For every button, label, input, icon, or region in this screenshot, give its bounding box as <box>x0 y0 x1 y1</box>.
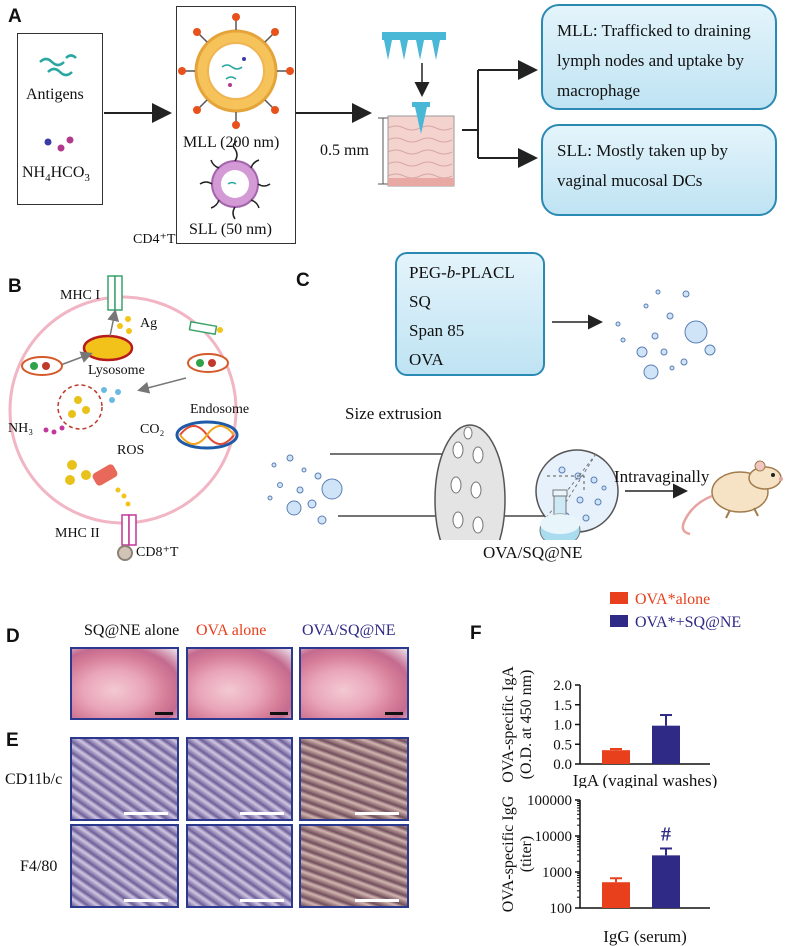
liposome-icon <box>178 13 294 220</box>
y-axis-label: OVA-specific IgA <box>500 666 517 783</box>
he-image-ova <box>186 647 293 720</box>
scale-bar <box>240 812 284 815</box>
panel-c-graphics <box>267 289 783 540</box>
size-extrusion-label: Size extrusion <box>345 404 442 423</box>
legend-label: OVA*alone <box>635 591 710 608</box>
legend-swatch <box>610 615 628 627</box>
scale-bar <box>355 899 399 902</box>
scale-bar <box>355 812 399 815</box>
col-label-ova: OVA alone <box>196 622 267 639</box>
bar-ova-alone <box>602 750 630 764</box>
ihc-cd11-ova-sqne <box>299 737 409 821</box>
product-label: OVA/SQ@NE <box>483 543 583 562</box>
scale-bar <box>240 899 284 902</box>
col-label-ova-sqne: OVA/SQ@NE <box>302 622 396 639</box>
antigen-icon <box>39 54 77 152</box>
ihc-cd11-sqne <box>70 737 179 821</box>
cd8-label: CD8⁺T <box>136 545 179 560</box>
salt-label: NH4HCO3 <box>22 164 90 185</box>
panel-label-c: C <box>296 270 310 291</box>
y-tick-label: 0.0 <box>553 757 572 773</box>
panel-label-f: F <box>470 623 482 644</box>
y-tick-label: 10000 <box>535 829 573 845</box>
panel-label-a: A <box>8 6 22 27</box>
igg-chart: 100 1000 10000 100000 # IgG (serum) OVA-specif… <box>500 793 710 946</box>
formulation-polymer: PEG-b-PLACL <box>409 263 515 282</box>
ihc-cd11-ova <box>186 737 293 821</box>
scale-bar <box>155 712 173 715</box>
ihc-f480-ova <box>186 824 293 908</box>
endosome-label: Endosome <box>190 402 250 417</box>
antigens-label: Antigens <box>26 86 84 103</box>
sll-label: SLL (50 nm) <box>189 221 272 238</box>
y-tick-label: 100 <box>550 901 573 917</box>
ag-label: Ag <box>140 316 158 331</box>
nh3-label: NH₃ <box>8 421 34 436</box>
depth-label: 0.5 mm <box>320 142 369 159</box>
panel-label-e: E <box>6 730 19 751</box>
microneedle-icon <box>382 32 455 187</box>
significance-mark: # <box>661 823 671 845</box>
y-tick-label: 100000 <box>527 793 572 809</box>
ingredients-box: Antigens NH4HCO3 <box>17 33 103 205</box>
cell-diagram <box>8 275 239 546</box>
x-axis-label: IgG (serum) <box>603 927 687 946</box>
y-tick-label: 1.5 <box>553 698 572 714</box>
formulation-box: PEG-b-PLACL SQ Span 85 OVA <box>395 252 545 376</box>
y-tick-label: 0.5 <box>553 737 572 753</box>
legend-label: OVA*+SQ@NE <box>635 614 741 631</box>
mhc2-label: MHC II <box>55 526 100 541</box>
row-label-cd11: CD11b/c <box>5 771 63 788</box>
sll-outcome-box: SLL: Mostly taken up by vaginal mucosal … <box>541 124 777 216</box>
bar-ova-sqne <box>652 855 680 908</box>
liposome-box: MLL (200 nm) SLL (50 nm) <box>176 6 296 244</box>
scale-bar <box>385 712 403 715</box>
y-axis-label: (titer) <box>518 836 535 872</box>
legend-swatch <box>610 592 628 604</box>
formulation-span85: Span 85 <box>409 321 465 340</box>
scale-bar <box>270 712 288 715</box>
he-image-sqne <box>70 647 179 720</box>
cd8-cell-icon <box>117 545 133 561</box>
y-tick-label: 2.0 <box>553 678 572 694</box>
row-label-f480: F4/80 <box>20 858 58 875</box>
panel-label-b: B <box>8 276 22 297</box>
mhc1-label: MHC I <box>60 288 101 303</box>
scale-bar <box>124 899 168 902</box>
col-label-sqne: SQ@NE alone <box>84 622 180 639</box>
y-tick-label: 1000 <box>542 865 572 881</box>
he-image-ova-sqne <box>299 647 409 720</box>
formulation-sq: SQ <box>409 292 431 311</box>
x-axis-label: IgA (vaginal washes) <box>573 771 717 788</box>
mll-label: MLL (200 nm) <box>183 134 280 151</box>
ihc-f480-sqne <box>70 824 179 908</box>
co2-label: CO₂ <box>140 422 165 437</box>
bar-ova-alone <box>602 882 630 908</box>
scale-bar <box>124 812 168 815</box>
panel-a-arrows <box>104 60 538 185</box>
ihc-f480-ova-sqne <box>299 824 409 908</box>
y-axis-label: OVA-specific IgG <box>500 795 517 912</box>
y-axis-label: (O.D. at 450 nm) <box>518 670 535 780</box>
bar-ova-sqne <box>652 725 680 764</box>
cd4-label: CD4⁺T <box>133 232 176 247</box>
mll-outcome-box: MLL: Trafficked to draining lymph nodes … <box>541 4 777 110</box>
ros-label: ROS <box>117 443 145 458</box>
route-label: Intravaginally <box>614 467 710 486</box>
y-tick-label: 1.0 <box>553 718 572 734</box>
panel-label-d: D <box>6 626 20 647</box>
formulation-ova: OVA <box>409 350 444 369</box>
lysosome-label: Lysosome <box>88 363 145 378</box>
